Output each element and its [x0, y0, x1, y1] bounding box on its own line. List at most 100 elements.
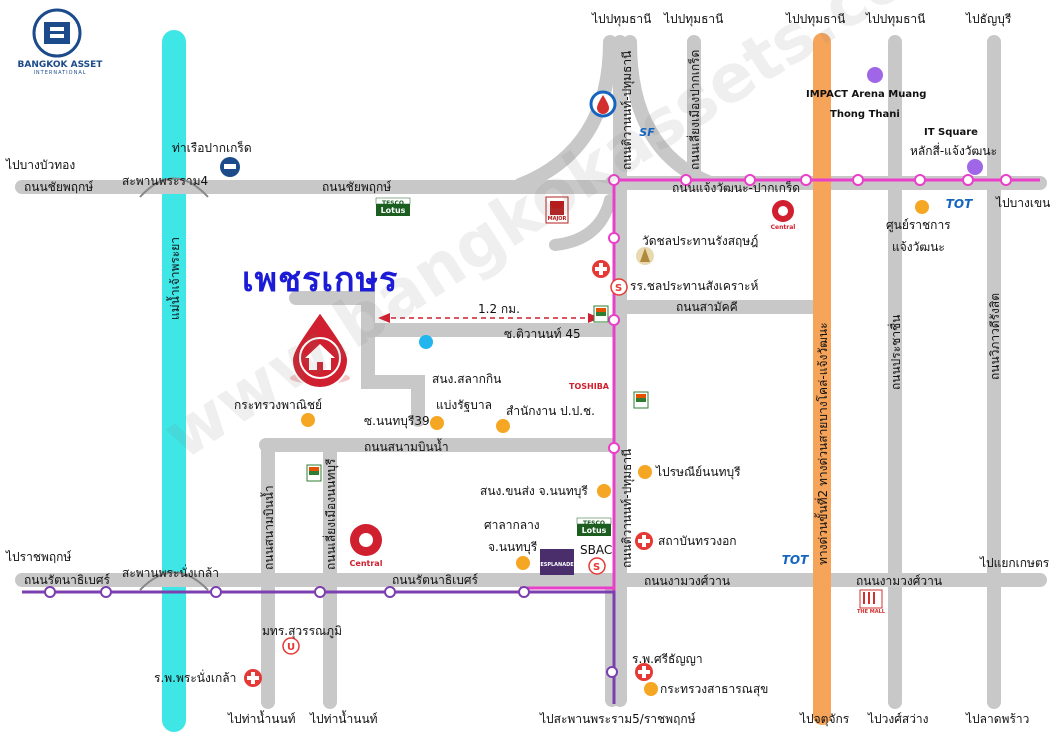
label-court-2: จ.นนทบุรี [488, 540, 538, 554]
road-label-expressway: ทางด่วนขั้นที่2 ทางด่วนสายบางโคล่-แจ้งวั… [816, 322, 830, 565]
brand-tesco-2: TESCO [582, 520, 606, 527]
seven-eleven-icon [593, 305, 609, 323]
major-icon [545, 196, 569, 224]
road-label-rattanathibet-2: ถนนรัตนาธิเบศร์ [392, 573, 478, 587]
university-icon: U [282, 637, 300, 655]
distance-label: 1.2 กม. [478, 302, 520, 316]
poi-dot-icon [967, 159, 983, 175]
road-label-ngamwongwan-1: ถนนงามวงศ์วาน [644, 574, 731, 588]
road-label-sanambinnam-v: ถนนสนามบินน้ำ [262, 485, 276, 570]
road-label-chaiyaphruek-1: ถนนชัยพฤกษ์ [24, 180, 94, 194]
label-bridge-rama4: สะพานพระราม4 [122, 174, 209, 188]
brand-central-2: Central [770, 224, 796, 231]
roads [15, 35, 1047, 709]
brand-lotus-1: Lotus [380, 206, 406, 215]
direction-bang-khen: ไปบางเขน [996, 196, 1051, 210]
logo-icon [32, 8, 82, 58]
lotus-icon [375, 197, 411, 216]
direction-kaset: ไปแยกเกษตร [980, 556, 1050, 570]
lotus-icon [576, 517, 612, 536]
road-label-tiwanon-bottom: ถนนติวานนท์-ปทุมธานี [620, 448, 634, 568]
label-post: ไปรษณีย์นนทบุรี [656, 465, 741, 479]
logo-name: BANGKOK ASSET [17, 60, 103, 70]
poi-dot-icon [915, 200, 929, 214]
poi-dots [301, 200, 929, 696]
esplanade-icon [540, 549, 574, 575]
brand-tot-2: TOT [781, 553, 809, 567]
road-label-sanambinnam: ถนนสนามบินน้ำ [364, 440, 449, 454]
poi-dot-icon [430, 416, 444, 430]
label-school: รร.ชลประทานสังเคราะห์ [630, 279, 759, 293]
central-icon [772, 200, 794, 222]
brand-mall: THE MALL [857, 609, 885, 615]
label-it-square-2: หลักสี่-แจ้งวัฒนะ [910, 144, 998, 158]
direction-phra-ram5: ไปสะพานพระราม5/ราชพฤกษ์ [540, 712, 696, 726]
road-label-tiwanon-top: ถนนติวานนท์-ปทุมธานี [620, 50, 634, 170]
brand-lotus-2: Lotus [581, 526, 607, 535]
school-icon: S [610, 278, 628, 296]
road-label-soi45: ซ.ติวานนท์ 45 [504, 327, 581, 341]
brand-central-1: Central [349, 559, 383, 568]
label-it-square: IT Square [924, 127, 978, 138]
mall-icon [859, 589, 883, 609]
label-govt-center: ศูนย์ราชการ [886, 218, 951, 232]
label-pier: ท่าเรือปากเกร็ด [172, 141, 252, 155]
arrow-left-icon [378, 313, 390, 323]
label-ppc: สำนักงาน ป.ป.ช. [506, 404, 595, 418]
road-curve-left [513, 35, 617, 192]
road-label-lieng-nonthaburi: ถนนเลี่ยงเมืองนนทบุรี [324, 458, 338, 570]
direction-tha-nam-non-1: ไปท่าน้ำนนท์ [228, 712, 296, 726]
logo-sub: INTERNATIONAL [33, 70, 87, 76]
house-marker-icon [290, 310, 350, 389]
road-label-prachachuen: ถนนประชาชื่น [889, 314, 903, 390]
direction-pathum-3: ไปปทุมธานี [786, 12, 846, 26]
stations [44, 174, 1012, 678]
direction-rangsit: ไปธัญบุรี [966, 12, 1012, 26]
seven-eleven-icon [633, 391, 649, 409]
label-transport: สนง.ขนส่ง จ.นนทบุรี [480, 484, 588, 498]
label-river: แม่น้ำเจ้าพระยา [168, 236, 182, 320]
road-curve-down [549, 194, 616, 251]
school-icon: S [588, 557, 606, 575]
poi-dot-icon [301, 413, 315, 427]
poi-dot-icon [419, 335, 433, 349]
central-icon [350, 524, 382, 556]
poi-dot-icon [638, 465, 652, 479]
direction-ratchaphruek: ไปราชพฤกษ์ [6, 550, 72, 564]
seven-eleven-icon [306, 464, 322, 482]
label-wat: วัดชลประทานรังสฤษฎ์ [642, 234, 759, 248]
brand-esplanade: ESPLANADE [540, 562, 574, 568]
bridge-nangklao [139, 571, 209, 591]
poi-dot-icon [516, 556, 530, 570]
direction-pathum-1: ไปปทุมธานี [592, 12, 652, 26]
svg-text:S: S [615, 283, 622, 294]
label-hosp-ortho: สถาบันทรวงอก [658, 534, 737, 548]
road-curve-right [623, 35, 717, 190]
bridge-rama4 [139, 177, 209, 198]
pier-icon [220, 157, 240, 177]
label-impact: IMPACT Arena Muang [806, 89, 927, 100]
label-dlt-2: แบ่งรัฐบาล [436, 398, 492, 412]
brand-toshiba: TOSHIBA [569, 382, 609, 391]
road-label-rattanathibet-1: ถนนรัตนาธิเบศร์ [24, 573, 110, 587]
ptt-icon [589, 90, 617, 118]
label-bridge-nangklao: สะพานพระนั่งเกล้า [122, 566, 219, 580]
label-sbac: SBAC [580, 543, 613, 557]
svg-text:S: S [593, 562, 600, 573]
brand-tesco-1: TESCO [381, 200, 405, 207]
label-health: กระทรวงสาธารณสุข [660, 682, 769, 696]
road-label-chaengwattana: ถนนแจ้งวัฒนะ-ปากเกร็ด [672, 181, 801, 195]
poi-dot-icon [867, 67, 883, 83]
direction-bang-bua-thong: ไปบางบัวทอง [6, 158, 76, 172]
label-court: ศาลากลาง [484, 518, 540, 532]
road-label-samakkhi: ถนนสามัคคี [676, 300, 738, 314]
road-label-vibhavadi: ถนนวิภาวดีรังสิต [988, 292, 1002, 380]
direction-chatuchak: ไปจตุจักร [800, 712, 850, 726]
label-commerce: กระทรวงพาณิชย์ [234, 398, 323, 412]
brand-sf: SF [639, 126, 655, 139]
road-label-nonthaburi39: ซ.นนทบุรี39 [364, 414, 430, 428]
poi-dot-icon [496, 419, 510, 433]
page-title: เพชรเกษร [242, 260, 399, 300]
temple-icon [636, 247, 654, 265]
